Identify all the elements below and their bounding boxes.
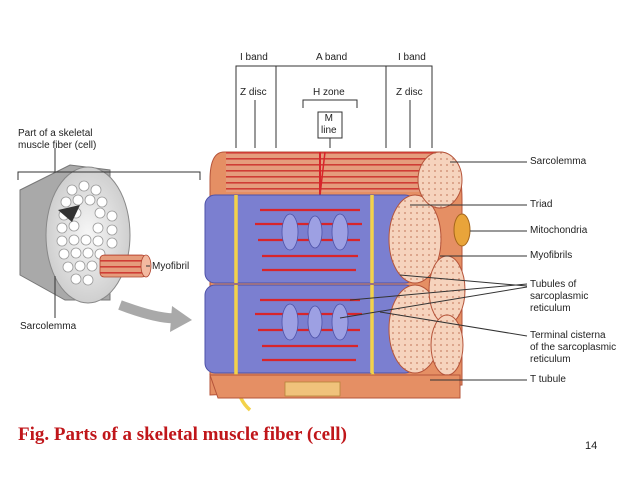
myofibril-bundle	[204, 151, 471, 412]
label-z-disc-right: Z disc	[396, 87, 423, 98]
label-m-line: M line	[321, 113, 337, 136]
myofibril-strand	[99, 254, 152, 278]
band-brackets	[235, 65, 433, 148]
label-i-band-left: I band	[240, 52, 268, 63]
label-t-tubule: T tubule	[530, 374, 566, 385]
label-mitochondria: Mitochondria	[530, 225, 588, 236]
label-a-band: A band	[316, 52, 348, 63]
label-h-zone: H zone	[313, 87, 345, 98]
label-myofibril: Myofibril	[152, 261, 190, 272]
label-sarcolemma-right: Sarcolemma	[530, 156, 587, 167]
label-tubules: Tubules of sarcoplasmic reticulum	[530, 279, 589, 314]
label-i-band-right: I band	[398, 52, 426, 63]
label-terminal-cisterna: Terminal cisterna of the sarcoplasmic re…	[530, 330, 617, 365]
leader-lines	[339, 161, 528, 381]
label-myofibrils: Myofibrils	[530, 250, 573, 261]
label-triad: Triad	[530, 199, 553, 210]
page-number: 14	[585, 440, 598, 452]
fiber-inset	[17, 148, 201, 332]
label-part-of-fiber: Part of a skeletal muscle fiber (cell)	[18, 128, 97, 151]
label-sarcolemma-left: Sarcolemma	[20, 321, 77, 332]
label-z-disc-left: Z disc	[240, 87, 267, 98]
figure-caption: Fig. Parts of a skeletal muscle fiber (c…	[18, 424, 347, 445]
